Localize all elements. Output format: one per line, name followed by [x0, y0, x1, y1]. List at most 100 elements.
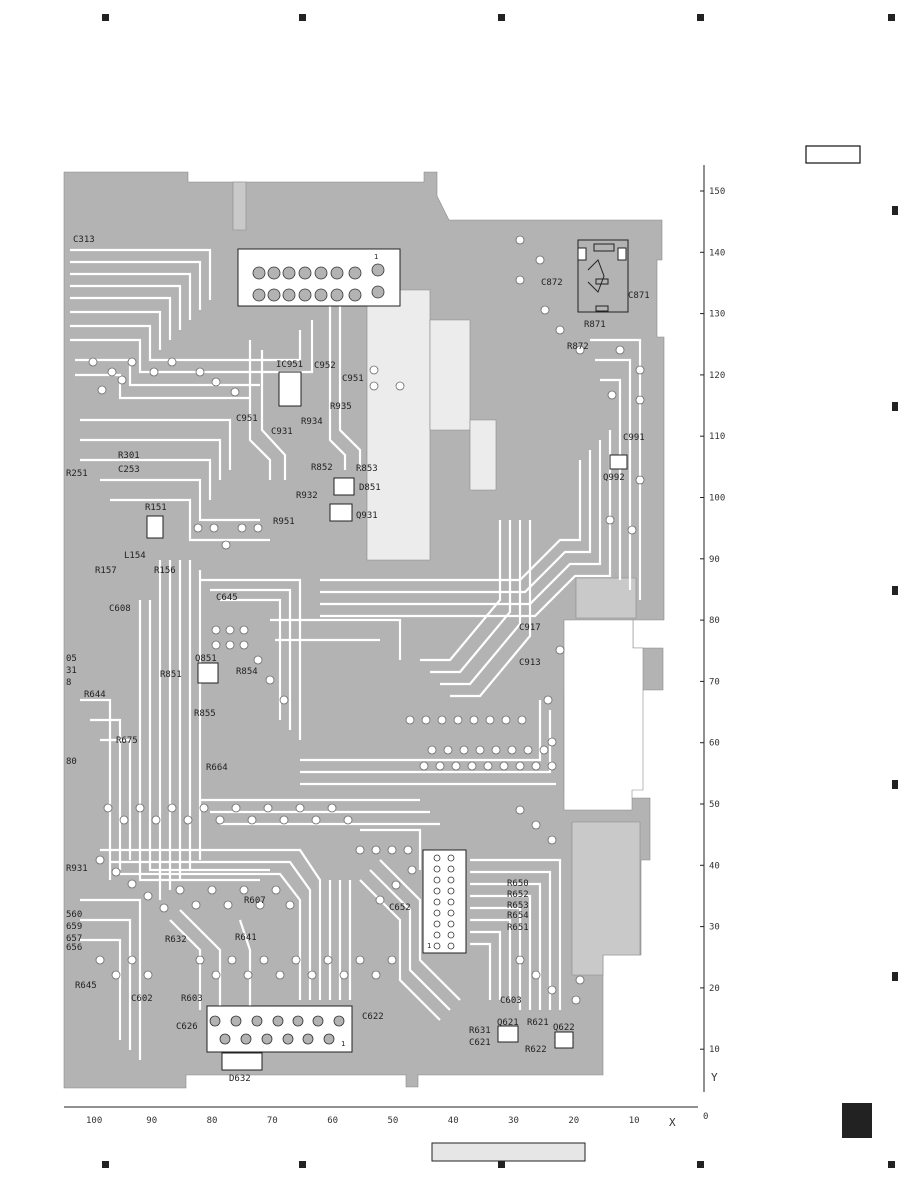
component-label: C952	[314, 361, 336, 371]
component-label: R951	[273, 517, 295, 527]
component-label: R653	[507, 901, 529, 911]
component-label: C913	[519, 658, 541, 668]
component-label: C622	[362, 1012, 384, 1022]
registration-marks	[102, 14, 898, 1168]
y-tick-label: 40	[709, 861, 720, 871]
component-label: C951	[236, 414, 258, 424]
component-label: R675	[116, 736, 138, 746]
component-label: C621	[469, 1038, 491, 1048]
component-label: D851	[359, 483, 381, 493]
header-box	[805, 145, 861, 164]
partial-component-label: 31	[66, 666, 77, 676]
connector-bottom: 1	[206, 1005, 353, 1053]
connector-top: 1	[237, 248, 401, 307]
y-tick-label: 140	[709, 248, 725, 258]
component-label: R853	[356, 464, 378, 474]
x-tick-label: 30	[508, 1116, 519, 1126]
component-label: R644	[84, 690, 106, 700]
component-label: R932	[296, 491, 318, 501]
traces	[70, 248, 642, 1060]
y-tick-label: 50	[709, 800, 720, 810]
component-label: C645	[216, 593, 238, 603]
y-tick-label: 80	[709, 616, 720, 626]
y-tick-label: 130	[709, 310, 725, 320]
x-tick-label: 20	[568, 1116, 579, 1126]
x-tick-label: 10	[629, 1116, 640, 1126]
x-tick-label: 90	[146, 1116, 157, 1126]
y-tick-label: 60	[709, 739, 720, 749]
component-label: R631	[469, 1026, 491, 1036]
component-label: R151	[145, 503, 167, 513]
component-label: R251	[66, 469, 88, 479]
component-label: L154	[124, 551, 146, 561]
jack-top-right	[577, 239, 629, 313]
component-label: R622	[525, 1045, 547, 1055]
x-tick-label: 100	[86, 1116, 102, 1126]
component-label: R621	[527, 1018, 549, 1028]
component-label: R650	[507, 879, 529, 889]
component-label: Q992	[603, 473, 625, 483]
connector-mid: 1	[422, 849, 467, 954]
connector-mid-pin-1: 1	[427, 942, 431, 950]
component-label: R157	[95, 566, 117, 576]
axis-origin: 0	[703, 1112, 708, 1122]
partial-component-label: 560	[66, 910, 82, 920]
component-label: C991	[623, 433, 645, 443]
component-label: R664	[206, 763, 228, 773]
component-label: R156	[154, 566, 176, 576]
component-label: R607	[244, 896, 266, 906]
partial-component-label: 659	[66, 922, 82, 932]
x-tick-label: 60	[327, 1116, 338, 1126]
x-axis-name: X	[669, 1116, 676, 1129]
connector-bottom-pin-1: 1	[341, 1040, 345, 1048]
y-tick-label: 10	[709, 1045, 720, 1055]
partial-component-label: 656	[66, 943, 82, 953]
component-label: R651	[507, 923, 529, 933]
x-tick-label: 50	[388, 1116, 399, 1126]
component-label: IC951	[276, 360, 303, 370]
component-label: R854	[236, 667, 258, 677]
ic-packages	[146, 371, 628, 1071]
component-label: D632	[229, 1074, 251, 1084]
component-label: R872	[567, 342, 589, 352]
component-label: R852	[311, 463, 333, 473]
partial-component-label: 05	[66, 654, 77, 664]
footer-box	[431, 1142, 586, 1162]
component-label: C608	[109, 604, 131, 614]
y-tick-label: 100	[709, 494, 725, 504]
component-label: R934	[301, 417, 323, 427]
component-label: C917	[519, 623, 541, 633]
connector-pin-1-label: 1	[374, 253, 378, 261]
component-label: C931	[271, 427, 293, 437]
component-label: C872	[541, 278, 563, 288]
component-label: R632	[165, 935, 187, 945]
component-label: R603	[181, 994, 203, 1004]
pads	[88, 235, 645, 1005]
component-label: R641	[235, 933, 257, 943]
component-label: C871	[628, 291, 650, 301]
component-label: Q622	[553, 1023, 575, 1033]
ground-pours	[366, 289, 641, 976]
component-label: R935	[330, 402, 352, 412]
component-label: R851	[160, 670, 182, 680]
component-label: C652	[389, 903, 411, 913]
y-tick-label: 70	[709, 677, 720, 687]
section-tab	[842, 1103, 872, 1138]
component-label: R652	[507, 890, 529, 900]
y-tick-label: 150	[709, 187, 725, 197]
y-tick-label: 110	[709, 432, 725, 442]
partial-component-label: 8	[66, 678, 71, 688]
component-label: R645	[75, 981, 97, 991]
component-label: R931	[66, 864, 88, 874]
y-tick-label: 120	[709, 371, 725, 381]
x-tick-label: 70	[267, 1116, 278, 1126]
y-axis-name: Y	[711, 1071, 718, 1084]
component-label: R301	[118, 451, 140, 461]
